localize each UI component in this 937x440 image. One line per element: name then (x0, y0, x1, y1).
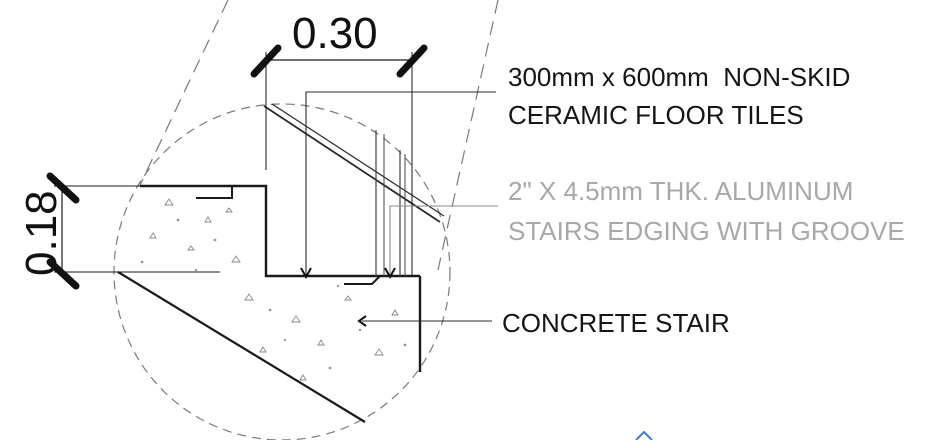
dim-tread-tick-right (396, 44, 428, 78)
dim-riser-label: 0.18 (17, 190, 66, 276)
note-edging-line1: 2" X 4.5mm THK. ALUMINUM (508, 176, 853, 206)
dim-tread-label: 0.30 (292, 9, 378, 58)
note-edging-line2: STAIRS EDGING WITH GROOVE (508, 216, 905, 246)
dim-tread-tick-left (250, 44, 282, 78)
note-concrete: CONCRETE STAIR (502, 308, 730, 338)
accent-mark (635, 430, 653, 440)
dim-riser-tick-top (46, 172, 80, 204)
dashed-guide-left (139, 0, 229, 186)
dim-tread: 0.30 (250, 9, 428, 276)
dim-riser: 0.18 (17, 172, 220, 290)
edging-upper (196, 186, 233, 199)
stair-profile-upper (140, 184, 420, 278)
leader-concrete (357, 315, 492, 327)
dashed-guide-right (437, 0, 499, 271)
edging-lower (344, 275, 381, 285)
stair-soffit (117, 271, 366, 423)
tile-line-2 (271, 103, 445, 217)
note-tiles-line2: CERAMIC FLOOR TILES (508, 100, 804, 130)
dim-riser-tick-bottom (46, 258, 80, 290)
tile-line-1 (263, 105, 441, 223)
leader-edging (384, 205, 498, 280)
leader-tiles (300, 91, 496, 280)
concrete-dots (140, 218, 407, 370)
note-tiles-line1: 300mm x 600mm NON-SKID (508, 62, 850, 92)
concrete-hatch (149, 198, 399, 381)
